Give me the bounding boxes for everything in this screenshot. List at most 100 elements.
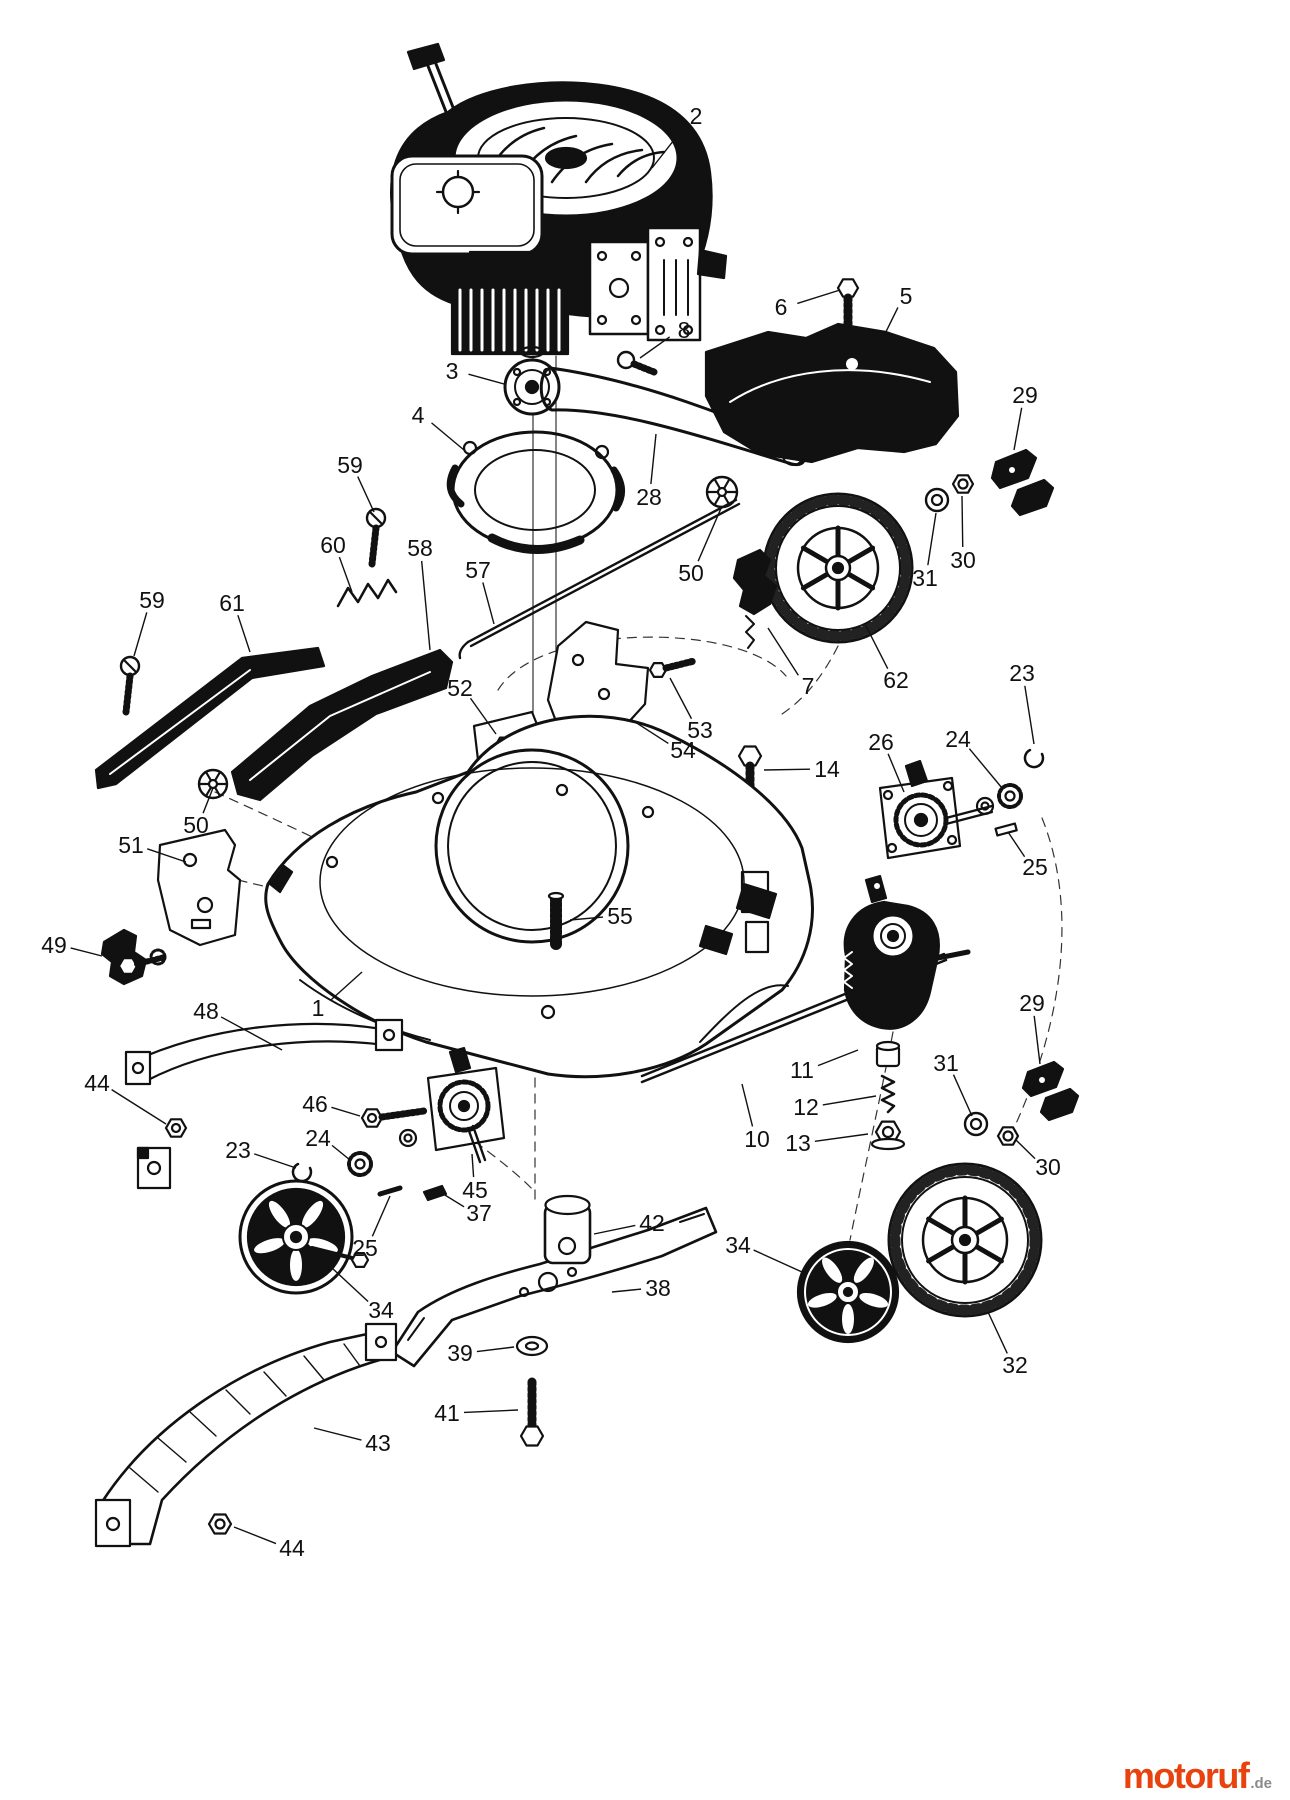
- support-bar: [124, 1018, 404, 1190]
- part-number-label: 23: [1009, 660, 1035, 686]
- leader-line: [1024, 685, 1035, 745]
- part-number-label: 28: [636, 484, 662, 510]
- part-number-label: 60: [320, 532, 346, 558]
- rear-baffle: [94, 646, 326, 790]
- part-number-label: 1: [312, 995, 325, 1021]
- watermark: motoruf .de: [1123, 1758, 1272, 1794]
- leader-line: [669, 677, 693, 720]
- leader-line: [697, 505, 723, 562]
- leader-line: [797, 289, 841, 305]
- blower-housing: [446, 430, 625, 554]
- part-number-label: 29: [1019, 990, 1045, 1016]
- part-number-label: 50: [678, 560, 704, 586]
- part-number-label: 54: [670, 737, 696, 763]
- height-adjuster-bracket: [732, 548, 778, 649]
- front-wheel: [887, 1162, 1043, 1318]
- gearbox: [843, 874, 971, 1030]
- rear-wheel: [762, 492, 914, 644]
- flange-nut: [870, 1120, 906, 1151]
- part-number-label: 32: [1002, 1352, 1028, 1378]
- belt-cover: [704, 322, 960, 464]
- part-number-label: 38: [645, 1275, 671, 1301]
- leader-line: [330, 971, 363, 1001]
- leader-line: [639, 336, 671, 359]
- clutch-washer-upper: [705, 475, 739, 509]
- nut-upper: [951, 474, 975, 494]
- part-number-label: 45: [462, 1177, 488, 1203]
- leader-line: [1007, 831, 1026, 858]
- watermark-brand: motoruf: [1122, 1755, 1250, 1796]
- engine-screw: [616, 350, 658, 376]
- part-number-label: 50: [183, 812, 209, 838]
- hubcap-left: [238, 1179, 370, 1295]
- leader-line: [814, 1133, 869, 1143]
- part-number-label: 43: [365, 1430, 391, 1456]
- handle-clip-lower: [1021, 1060, 1080, 1122]
- part-number-label: 34: [725, 1232, 751, 1258]
- leader-line: [202, 787, 214, 814]
- washer-lower: [963, 1111, 989, 1137]
- part-number-label: 62: [883, 667, 909, 693]
- part-number-label: 30: [1035, 1154, 1061, 1180]
- leader-line: [237, 614, 251, 653]
- leader-line: [70, 947, 103, 957]
- leader-line: [331, 1144, 351, 1161]
- leader-line: [233, 1526, 277, 1545]
- leader-line: [220, 1016, 283, 1051]
- leader-line: [952, 1074, 973, 1117]
- brake-rod: [458, 498, 741, 660]
- leader-line: [420, 560, 431, 651]
- leader-line: [313, 1427, 362, 1441]
- bushing: [875, 1040, 901, 1068]
- blade-bolt: [519, 1377, 545, 1447]
- leader-line: [111, 1089, 167, 1125]
- leader-line: [611, 1288, 642, 1293]
- leader-line: [822, 1095, 877, 1106]
- leader-line: [1033, 1015, 1041, 1065]
- leader-line: [877, 307, 899, 349]
- leader-line: [471, 1153, 475, 1178]
- hubcap-right: [796, 1240, 900, 1344]
- part-number-label: 7: [802, 673, 815, 699]
- spring: [336, 578, 398, 608]
- leader-line: [254, 1153, 297, 1169]
- leader-line: [133, 612, 148, 657]
- leader-line: [569, 916, 604, 921]
- part-number-label: 51: [118, 832, 144, 858]
- part-number-label: 24: [945, 726, 971, 752]
- part-number-label: 25: [1022, 854, 1048, 880]
- leader-line: [1015, 1139, 1036, 1160]
- part-number-label: 49: [41, 932, 67, 958]
- blade-washer: [515, 1335, 549, 1357]
- leader-line: [927, 512, 937, 566]
- leader-line: [1013, 407, 1023, 451]
- clutch-washer-left: [197, 768, 229, 800]
- nut-lower: [996, 1126, 1020, 1146]
- leader-line: [371, 1195, 391, 1237]
- leader-line: [439, 1191, 465, 1208]
- part-number-label: 8: [678, 317, 691, 343]
- part-number-label: 41: [434, 1400, 460, 1426]
- leader-line: [593, 1224, 636, 1235]
- bracket-screw: [648, 657, 698, 679]
- part-number-label: 2: [690, 103, 703, 129]
- part-number-label: 3: [446, 358, 459, 384]
- part-number-label: 24: [305, 1125, 331, 1151]
- deck-stud: [547, 891, 565, 950]
- leader-line: [338, 556, 353, 593]
- leader-line: [431, 422, 465, 451]
- leader-line: [482, 582, 495, 625]
- part-number-label: 12: [793, 1094, 819, 1120]
- leader-line: [476, 1346, 515, 1353]
- mower-deck: [264, 714, 814, 1079]
- part-number-label: 23: [225, 1137, 251, 1163]
- deck-guard: [94, 1322, 398, 1548]
- deflector: [230, 648, 454, 802]
- leader-line: [753, 1249, 803, 1273]
- leader-line: [763, 768, 811, 771]
- part-number-label: 6: [775, 294, 788, 320]
- leader-line: [331, 1267, 369, 1303]
- part-number-label: 31: [933, 1050, 959, 1076]
